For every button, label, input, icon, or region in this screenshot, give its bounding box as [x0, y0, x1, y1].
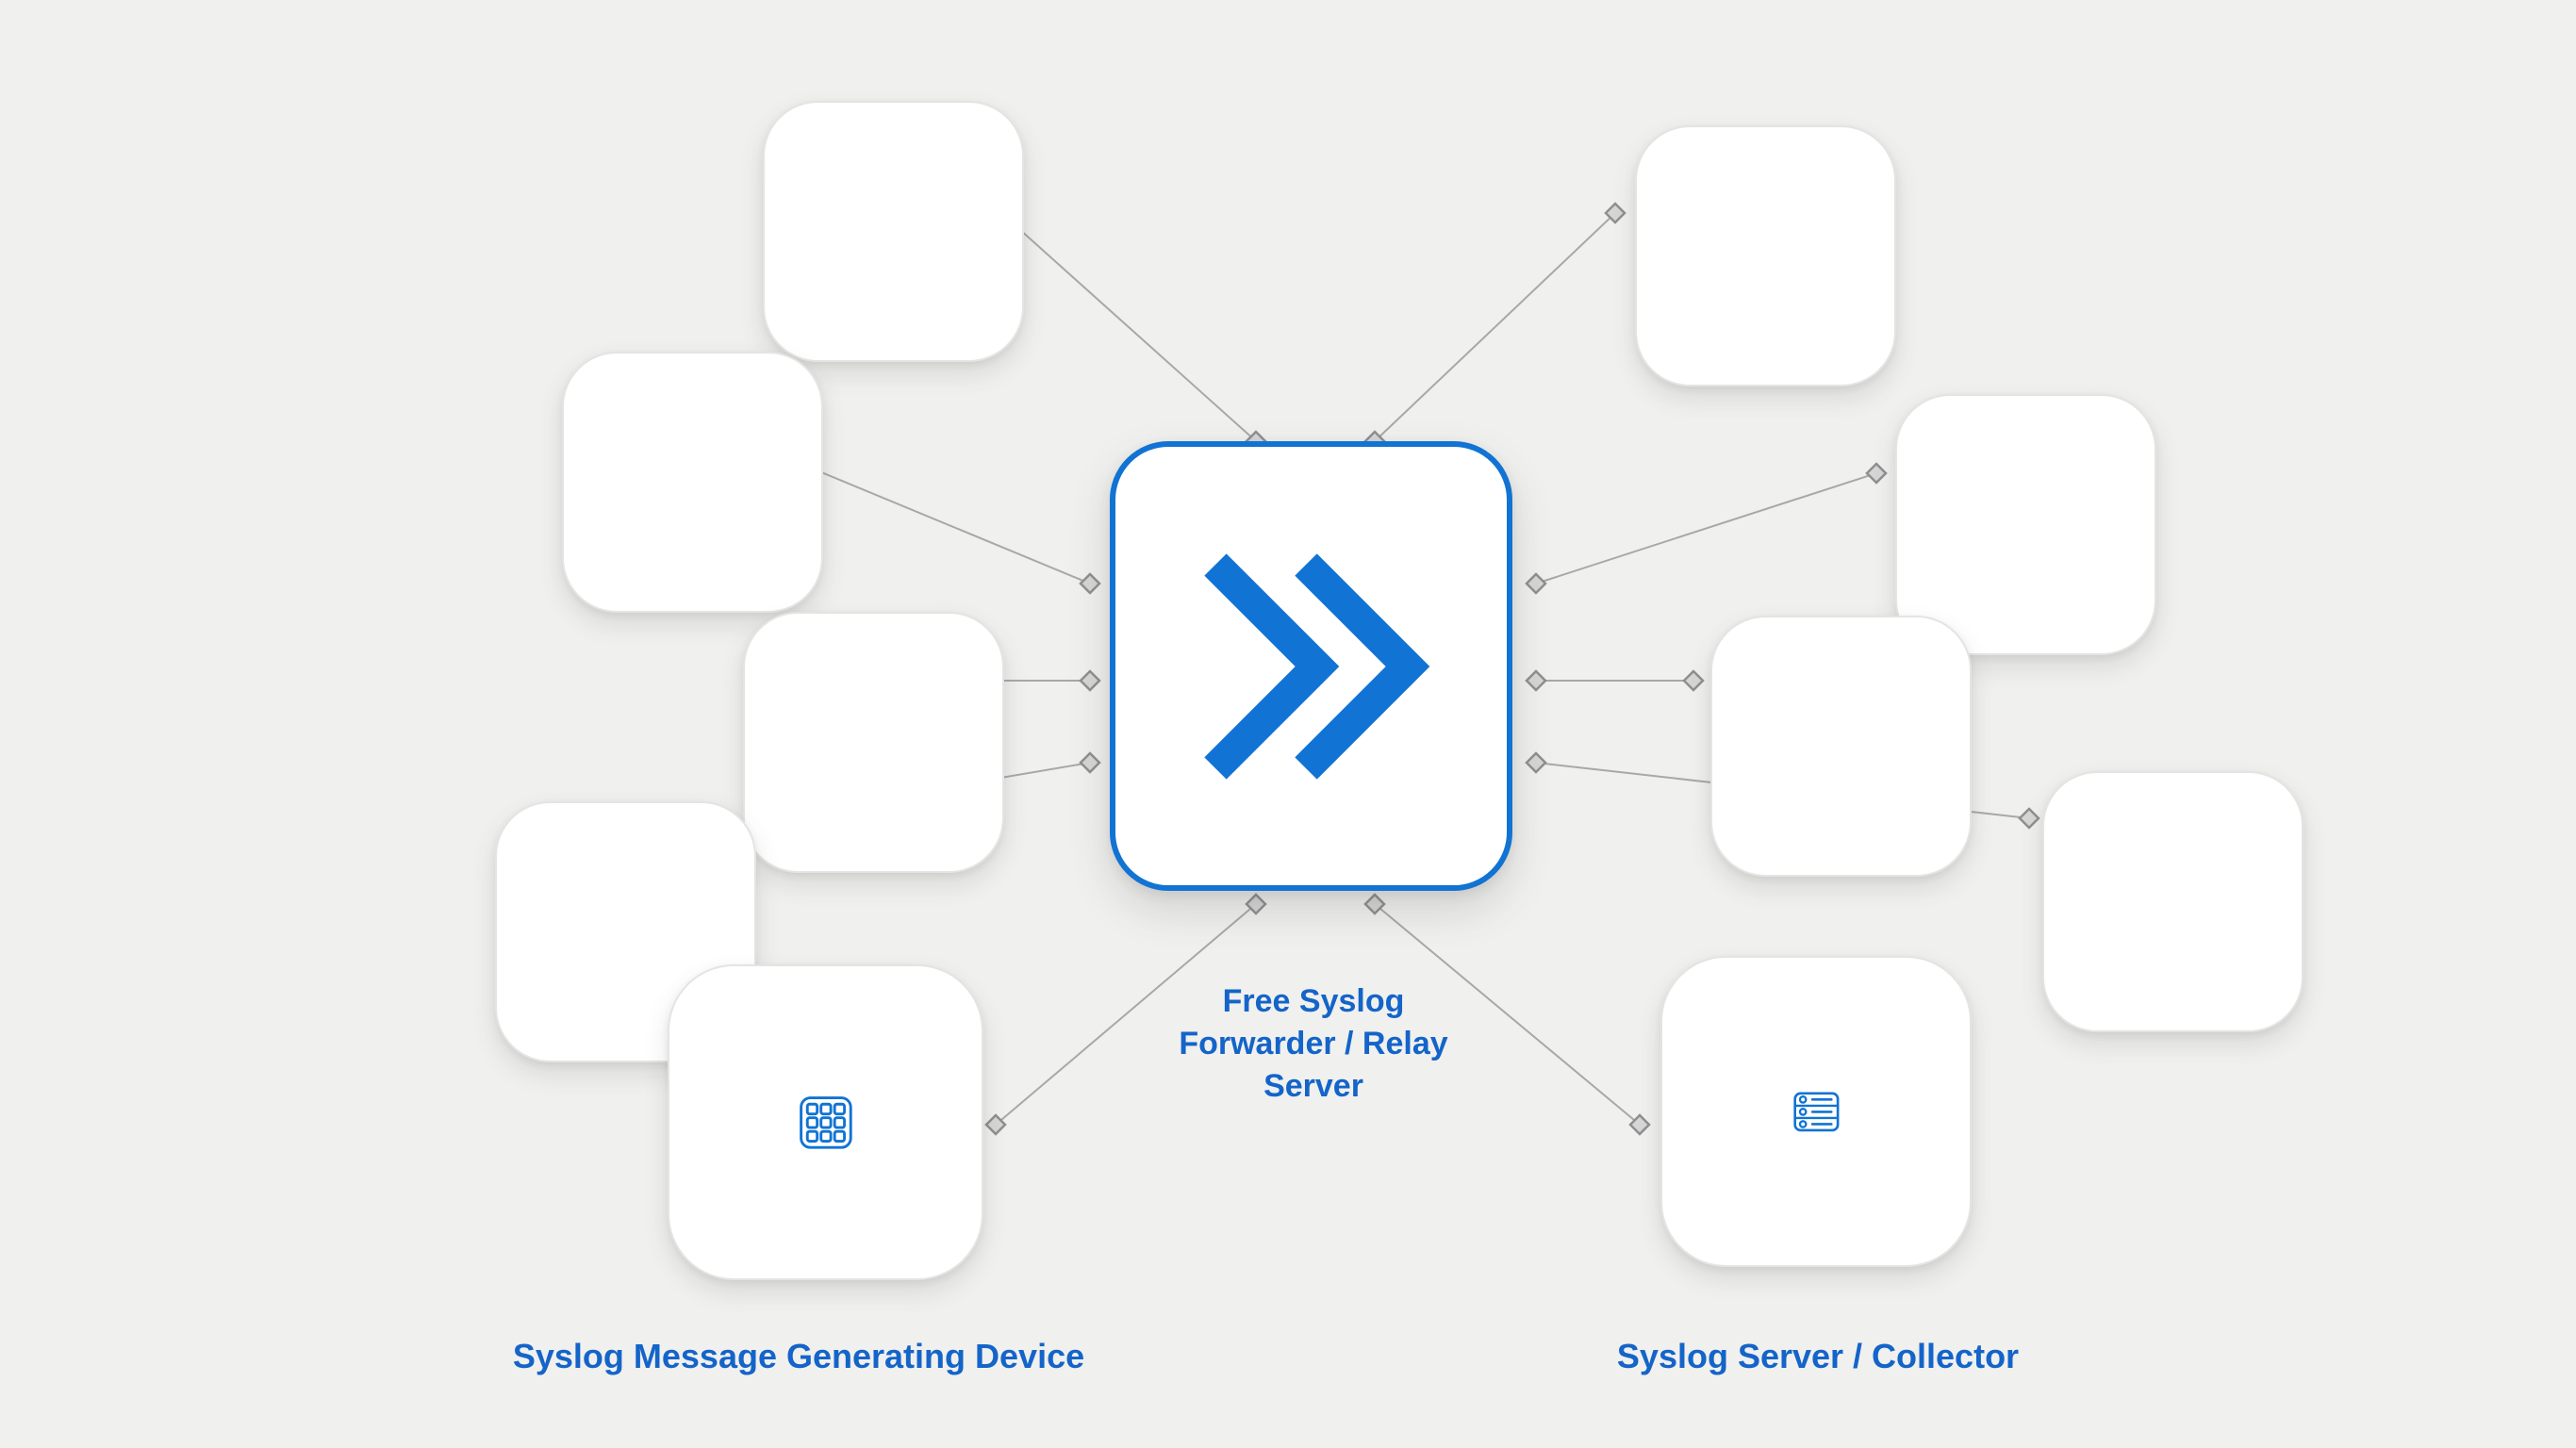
connector-diamond-icon: [1865, 462, 1888, 485]
center-node-label-line3: Server: [1263, 1068, 1363, 1105]
syslog-device-node-5: [668, 964, 983, 1280]
keypad-grid-icon: [799, 1095, 853, 1150]
connection-line: [995, 903, 1257, 1126]
center-node-label-line1: Free Syslog: [1222, 983, 1405, 1019]
relay-server-node: [1110, 441, 1512, 891]
connector-diamond-icon: [1525, 669, 1547, 692]
connection-line: [1535, 472, 1877, 584]
connector-diamond-icon: [1525, 572, 1547, 595]
syslog-server-node-3: [1710, 616, 1973, 878]
syslog-server-node-4: [2042, 771, 2304, 1033]
double-chevron-icon: [1170, 525, 1453, 808]
connection-line: [1000, 212, 1257, 442]
syslog-server-node-2: [1895, 394, 2157, 656]
connector-diamond-icon: [1525, 751, 1547, 774]
syslog-device-node-3: [743, 612, 1005, 874]
server-rack-icon: [1792, 1087, 1841, 1137]
connection-line: [1374, 903, 1641, 1126]
connector-diamond-icon: [1079, 572, 1101, 595]
syslog-device-node-2: [562, 352, 824, 614]
syslog-server-node-1: [1635, 125, 1897, 387]
syslog-server-node-5: [1660, 956, 1972, 1267]
syslog-device-node-1: [763, 101, 1025, 363]
connector-diamond-icon: [2018, 807, 2040, 830]
left-group-label: Syslog Message Generating Device: [512, 1337, 1085, 1375]
connector-diamond-icon: [1079, 751, 1101, 774]
connector-diamond-icon: [1682, 669, 1705, 692]
right-group-label: Syslog Server / Collector: [1616, 1337, 2020, 1375]
center-node-label: Free Syslog Forwarder / Relay Server: [983, 980, 1643, 1109]
connector-diamond-icon: [1079, 669, 1101, 692]
connection-line: [1374, 212, 1616, 442]
center-node-label-line2: Forwarder / Relay: [1179, 1026, 1448, 1062]
